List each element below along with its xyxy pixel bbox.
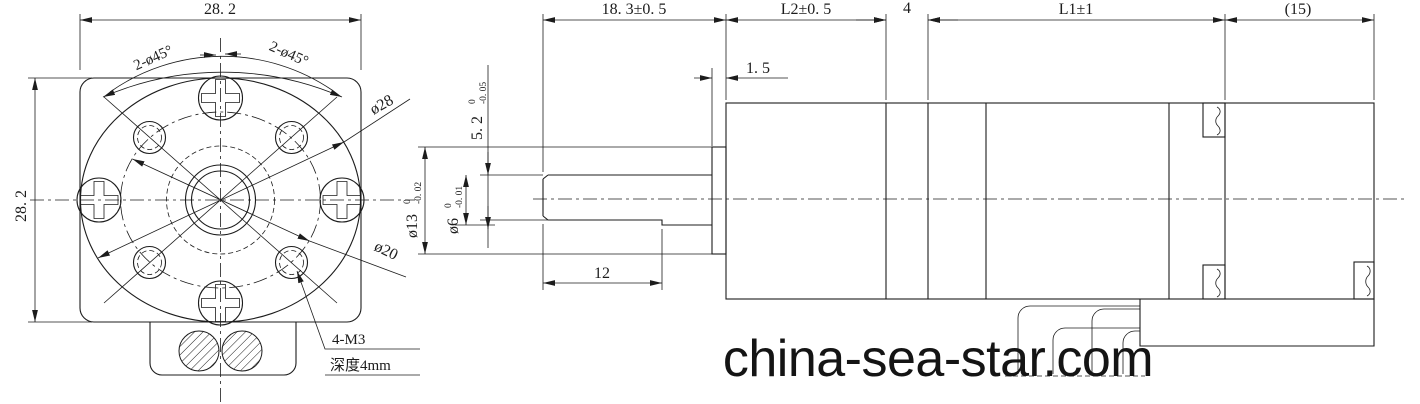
rear-length-dim: (15) (1285, 1, 1312, 18)
boss-diameter-tol-upper: 0 (403, 199, 413, 204)
chamfer-dim-arc (109, 55, 333, 93)
terminal-housing (149, 322, 297, 376)
shaft-length-dim: 18. 3±0. 5 (602, 1, 667, 18)
crimp-tabs (1202, 102, 1375, 300)
front-width-dim: 28. 2 (204, 1, 236, 18)
shaft-flat-dimension: 5. 2 0 -0. 05 (468, 65, 548, 248)
d20-label: ø20 (371, 238, 400, 264)
shaft-diameter-tol-upper: 0 (444, 203, 454, 208)
front-view: 2-ø45° 2-ø45° ø28 ø20 28. 2 28. 2 4-M3 深… (13, 1, 420, 402)
d20-dim-line (132, 158, 310, 242)
boss-diameter-value: ø13 (404, 214, 421, 238)
flat-length-dimension: 12 (542, 224, 663, 290)
motor-length-dim: L1±1 (1059, 1, 1094, 18)
motor-body-outline (725, 102, 1375, 300)
m3-depth-note: 深度4mm (330, 357, 391, 374)
spacer-dim: 4 (903, 0, 911, 17)
shaft-diameter-dimension: ø6 0 -0. 01 (444, 175, 495, 234)
gearbox-length-dim: L2±0. 5 (781, 1, 832, 18)
lead-wires (1005, 305, 1145, 377)
d28-leader (343, 98, 411, 143)
d20-leader (309, 240, 407, 278)
outer-circle-d28 (79, 77, 362, 323)
front-height-dim: 28. 2 (13, 190, 30, 222)
boss-height-dim: 1. 5 (746, 60, 770, 77)
side-view: 18. 3±0. 5 L2±0. 5 4 L1±1 (15) 1. 5 5. 2… (403, 0, 1408, 377)
connector-block (1139, 299, 1375, 347)
boss-height-dimension: 1. 5 (694, 60, 788, 146)
shaft-flat-value: 5. 2 (469, 116, 486, 140)
shaft-flat-tol-lower: -0. 05 (479, 82, 489, 104)
chamfer-label-left: 2-ø45° (131, 43, 175, 74)
boss-diameter-tol-lower: -0. 02 (414, 182, 424, 204)
m3-note: 4-M3 (332, 332, 365, 348)
pilot-boss (711, 146, 727, 255)
shaft-flat-tol-upper: 0 (468, 99, 478, 104)
top-dimensions: 18. 3±0. 5 L2±0. 5 4 L1±1 (15) (542, 0, 1375, 172)
shaft-diameter-value: ø6 (445, 218, 462, 234)
chamfer-dim-arc (102, 71, 343, 98)
watermark-text: china-sea-star.com (723, 330, 1153, 388)
wire-section (178, 330, 220, 372)
m3-leader (296, 270, 420, 350)
output-shaft (542, 174, 712, 226)
boss-diameter-dimension: ø13 0 -0. 02 (403, 146, 712, 255)
wire-section (221, 330, 263, 372)
d28-label: ø28 (367, 92, 396, 119)
flat-length-dim: 12 (594, 265, 610, 282)
chamfer-label-right: 2-ø45° (267, 39, 311, 70)
shaft-diameter-tol-lower: -0. 01 (455, 186, 465, 208)
